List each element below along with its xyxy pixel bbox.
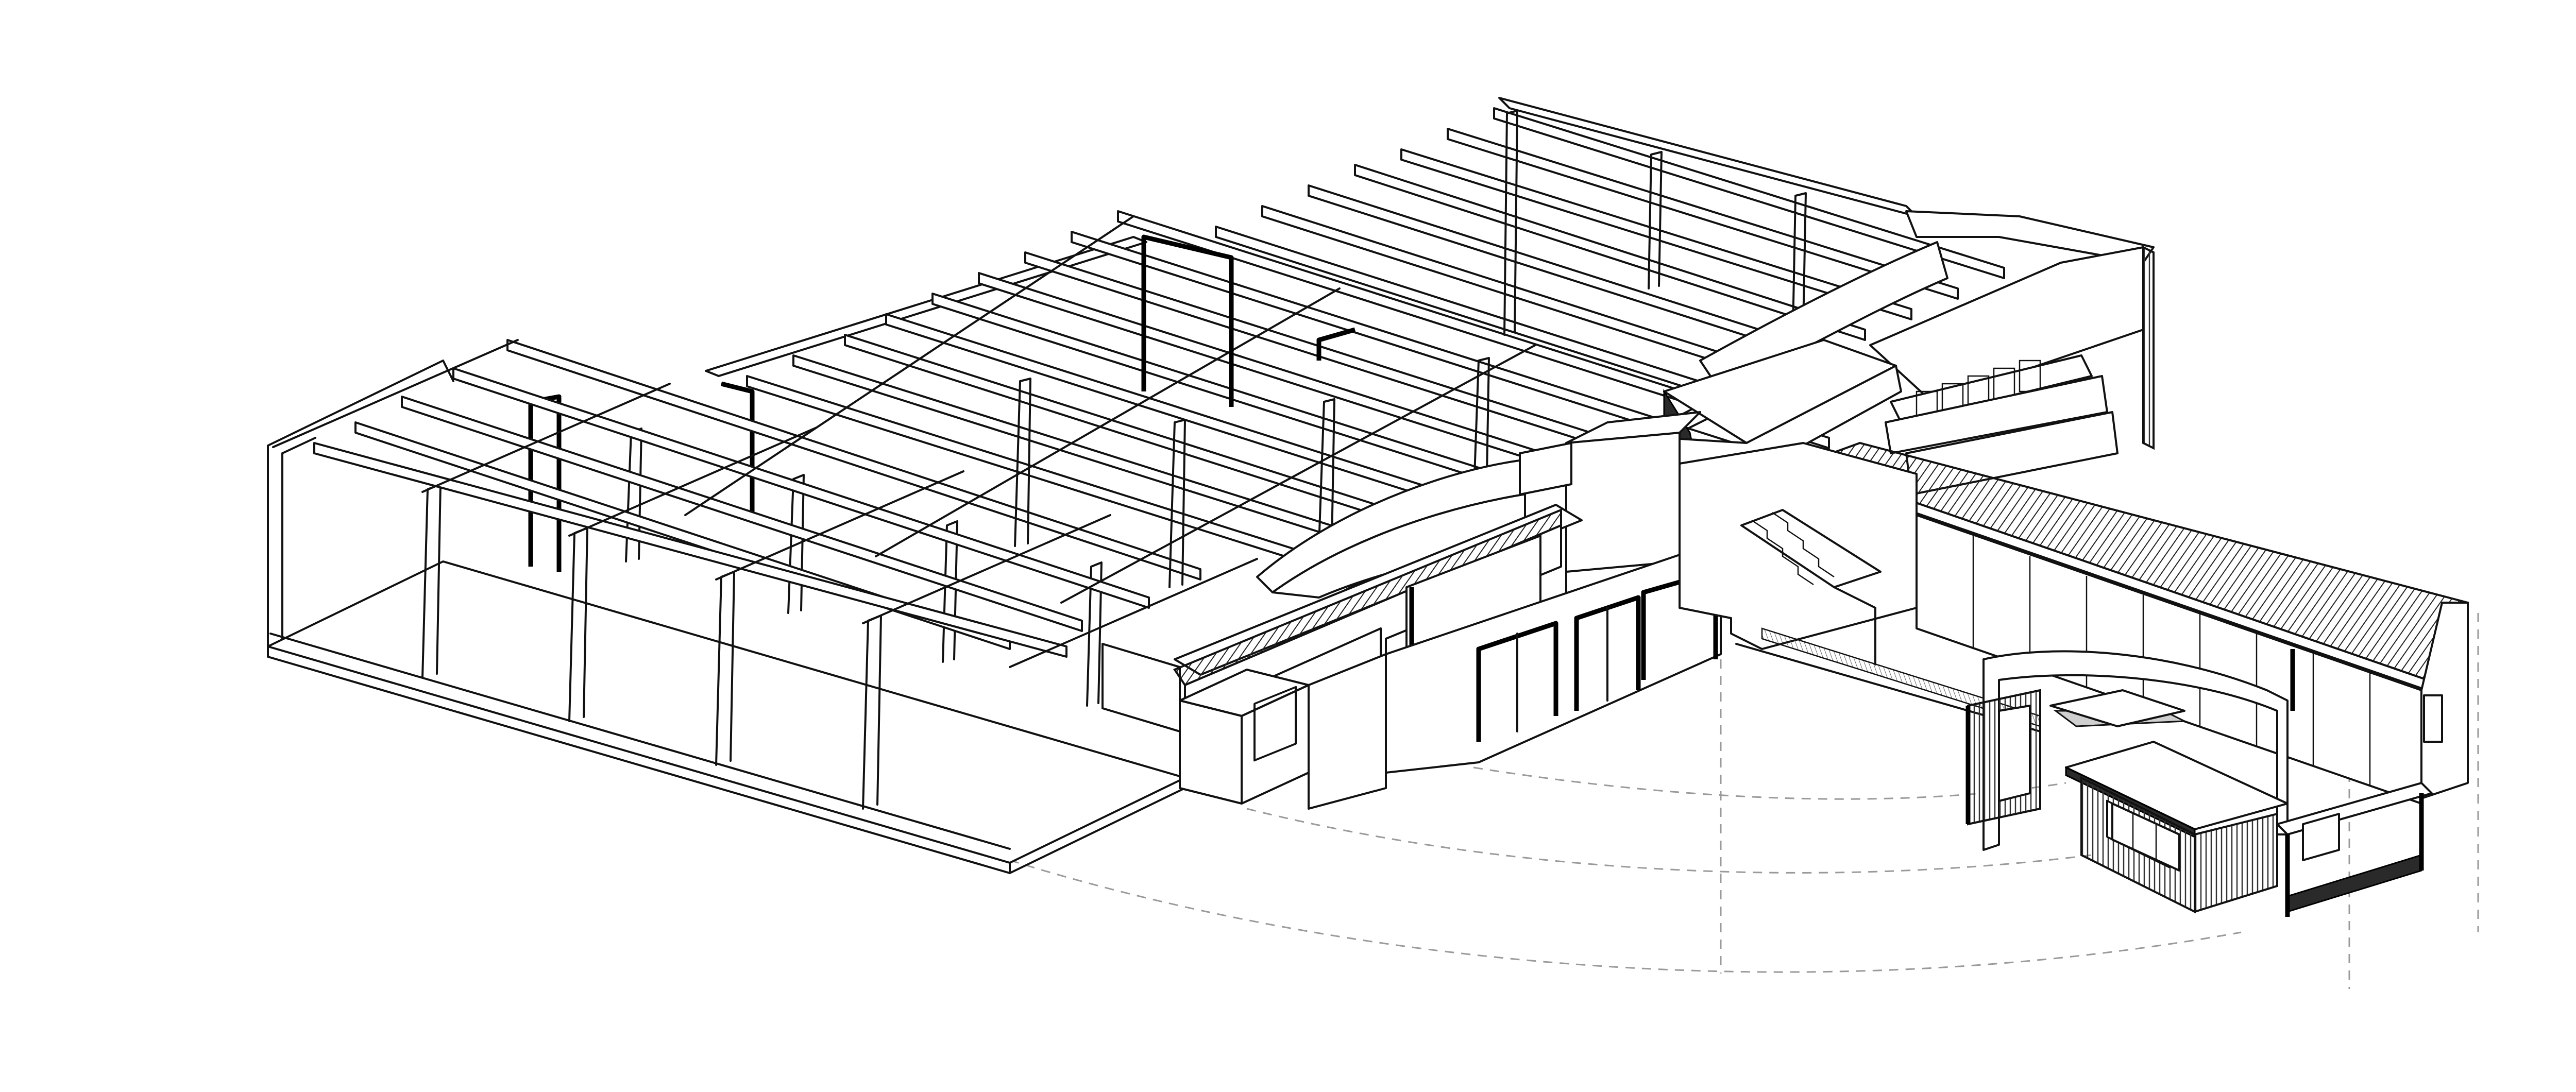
south-hall-box-front: [1179, 699, 1243, 805]
pavilion-window-band: [2111, 803, 2180, 872]
entrance-arch-frame: [1982, 650, 2289, 851]
east-wing-end-block: [2420, 602, 2469, 799]
east-wing: [1679, 441, 2469, 805]
pavilion-side-wall: [2194, 812, 2278, 913]
east-lower-window: [2302, 813, 2340, 861]
east-base-slab-cut: [2286, 854, 2422, 913]
east-upper-end-wall: [2142, 245, 2155, 450]
west-hall-side-panel: [1101, 643, 1181, 732]
south-hall-wall-slab: [1308, 653, 1387, 810]
west-hall-floor: [267, 560, 1186, 864]
east-base-slab: [2276, 782, 2433, 835]
central-roof-frame: [684, 210, 1830, 640]
central-door-frame: [1141, 234, 1234, 407]
entrance-canopy: [2049, 689, 2185, 727]
west-hall-floor-edge: [269, 633, 1011, 850]
projection-arc-outer: [1009, 859, 2242, 973]
east-upper-soffit: [1890, 354, 2093, 423]
link-block: [1519, 339, 1902, 614]
central-columns: [1014, 357, 1490, 588]
north-columns: [1503, 110, 1807, 336]
east-wing-end-window: [2423, 694, 2443, 743]
projection-arc-middle: [1246, 808, 2092, 874]
south-hall: [1173, 504, 1722, 810]
entrance-block: [1965, 650, 2433, 917]
north-purlins: [1215, 107, 2005, 403]
entrance-door: [1998, 705, 2031, 802]
north-roof-frame: [1215, 97, 2155, 403]
projection-arc-inner: [1473, 766, 2066, 800]
west-hall-rafters: [272, 339, 1258, 668]
link-tower: [1565, 432, 1681, 573]
stair-flight: [1740, 509, 1882, 666]
